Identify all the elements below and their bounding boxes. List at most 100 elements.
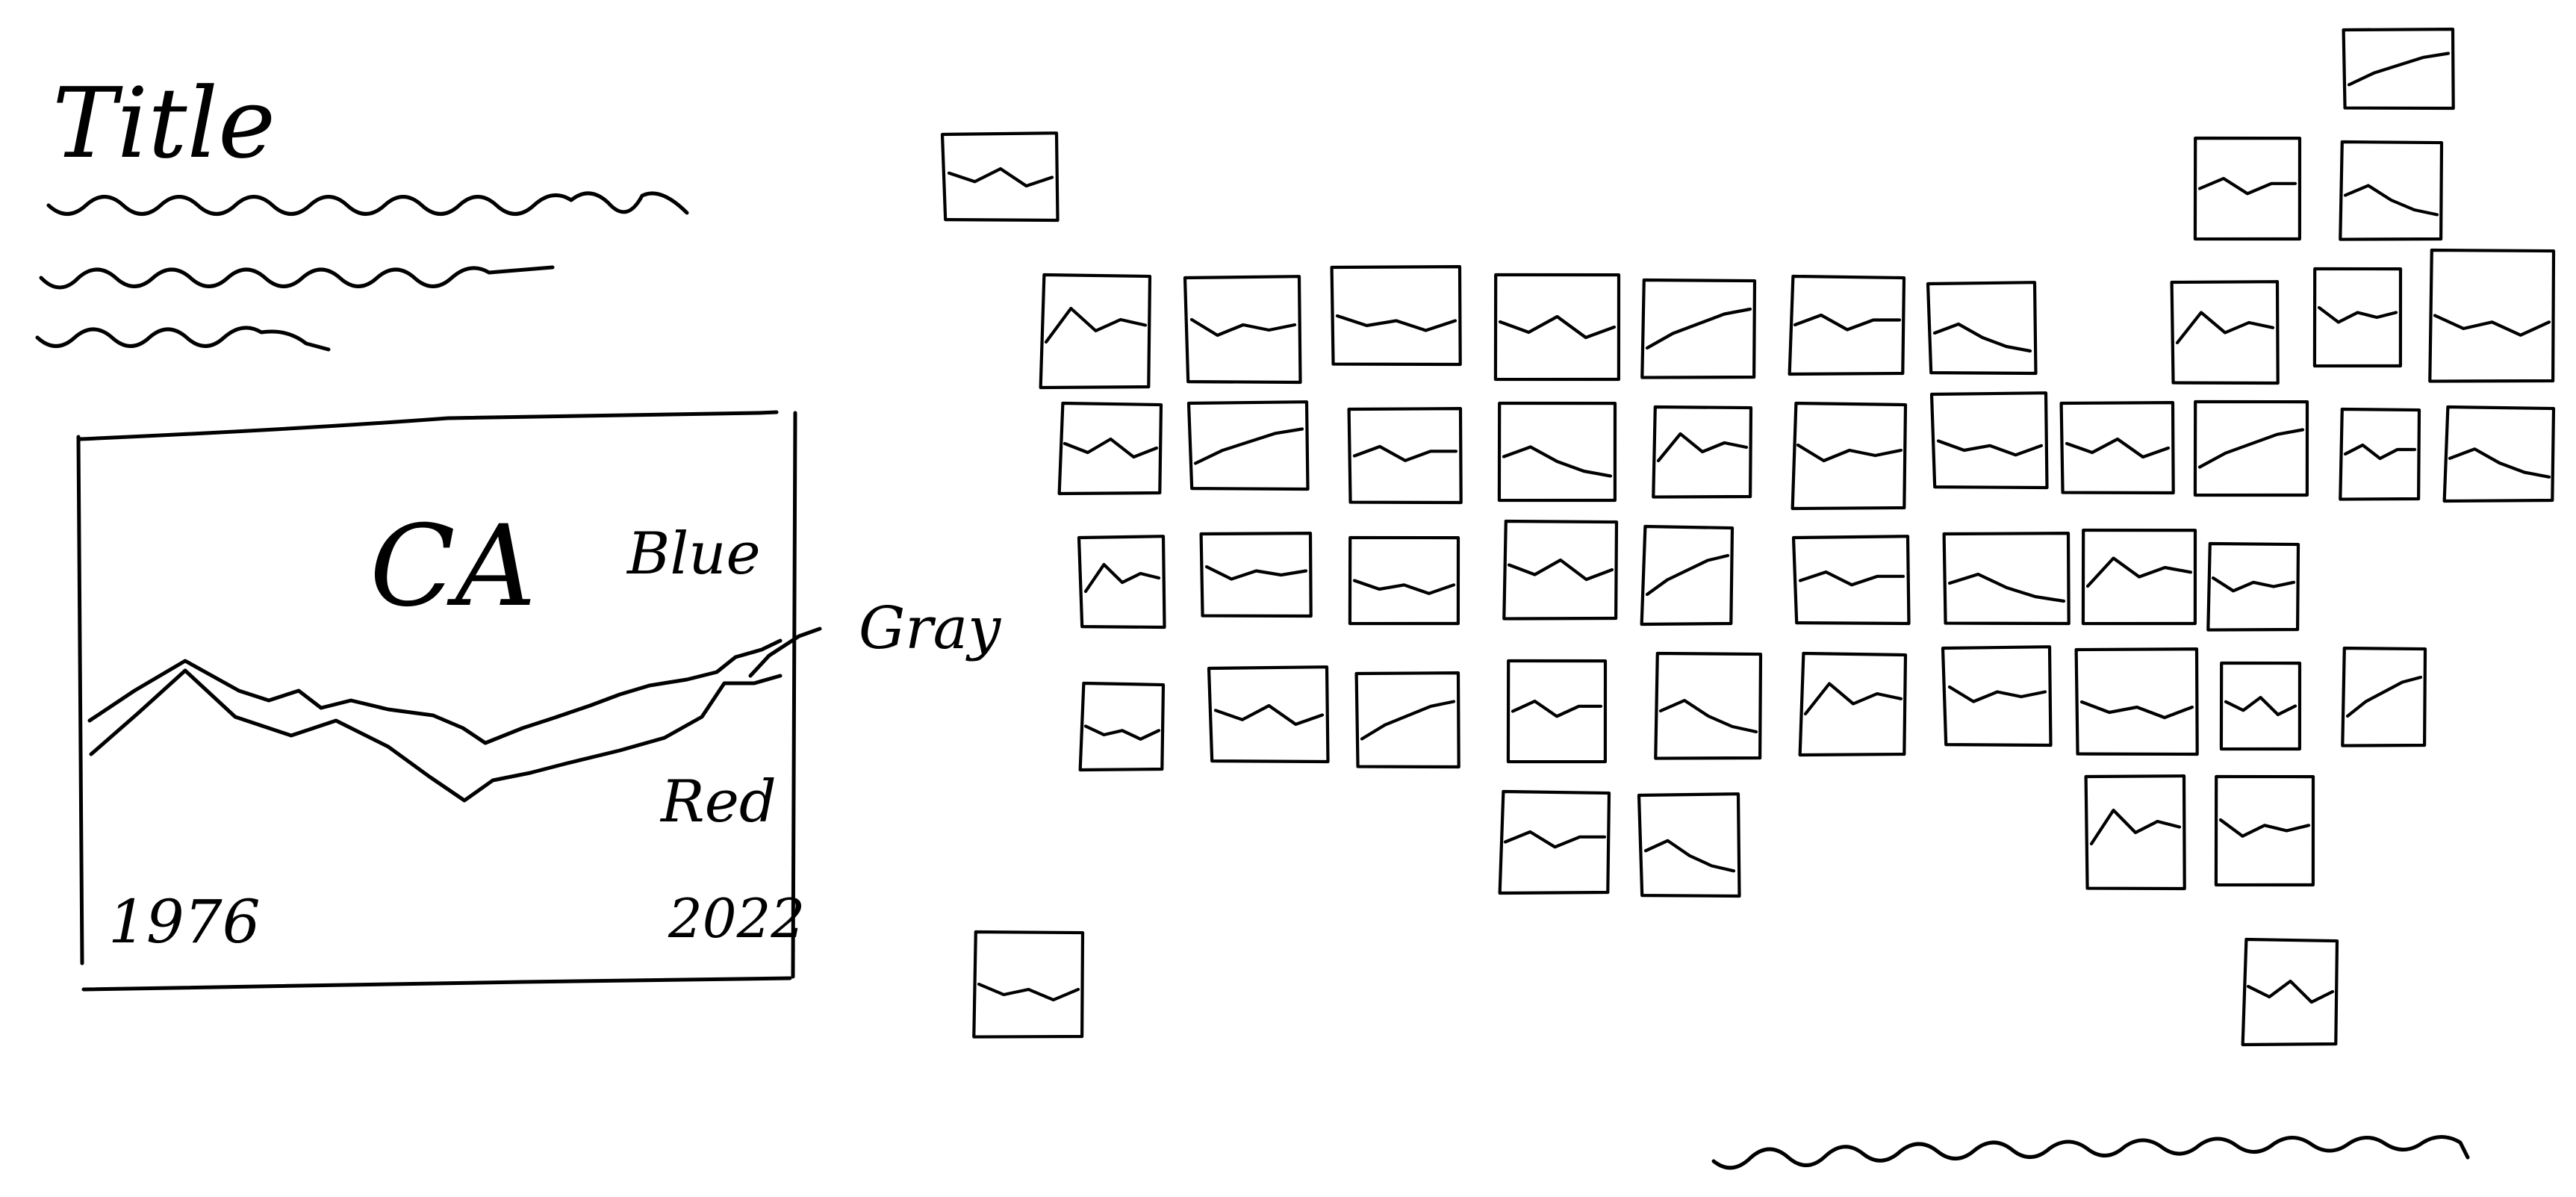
state-tile — [2312, 267, 2403, 368]
tile-trend-line — [1044, 306, 1148, 344]
tile-trend-line — [1213, 703, 1325, 727]
tile-trend-line — [1645, 553, 1730, 597]
state-tile — [1788, 274, 1906, 376]
state-tile — [1057, 401, 1163, 496]
detail-state-label: CA — [370, 502, 536, 632]
tile-trend-line — [1083, 562, 1161, 594]
title-block: Title — [35, 66, 689, 352]
tile-trend-line — [1947, 572, 2066, 603]
state-tile — [2341, 646, 2427, 747]
state-tile — [1941, 645, 2053, 747]
series-gray-label: Gray — [859, 595, 1001, 662]
tile-trend-line — [2085, 556, 2193, 588]
tile-trend-line — [1936, 439, 2044, 457]
state-tile — [1640, 278, 1757, 379]
state-tile — [2339, 407, 2421, 501]
state-tile — [1183, 275, 1302, 385]
state-tile — [1942, 532, 2071, 626]
state-tile — [2193, 399, 2309, 497]
state-tile — [1207, 665, 1330, 764]
state-tile-map — [940, 28, 2556, 1047]
state-tile — [1199, 532, 1313, 618]
tile-trend-line — [1352, 444, 1458, 462]
state-tile — [1330, 265, 1462, 367]
tile-trend-line — [1193, 427, 1304, 465]
subtitle-line-1 — [46, 191, 689, 216]
state-tile — [1791, 535, 1911, 626]
tile-trend-line — [1656, 432, 1749, 463]
tile-trend-line — [1502, 445, 1613, 478]
state-tile — [972, 930, 1085, 1039]
state-tile — [1493, 273, 1621, 382]
tile-trend-line — [1507, 558, 1614, 582]
tile-trend-line — [947, 167, 1054, 188]
tile-trend-line — [1083, 724, 1161, 741]
tile-trend-line — [1498, 314, 1617, 340]
tile-trend-line — [2065, 437, 2171, 459]
state-tile — [1637, 792, 1741, 898]
tile-trend-line — [1204, 565, 1308, 581]
state-tile — [2442, 405, 2556, 503]
state-tile — [1354, 671, 1460, 769]
state-tile — [1798, 651, 1908, 757]
tile-trend-line — [2448, 447, 2551, 479]
tile-trend-line — [1947, 685, 2047, 703]
series-blue-label: Blue — [626, 520, 761, 588]
tile-trend-line — [2211, 576, 2296, 593]
state-tile — [1039, 273, 1152, 390]
state-tile — [2339, 140, 2444, 241]
tile-trend-line — [977, 982, 1080, 1002]
state-tile — [2219, 661, 2302, 751]
tile-trend-line — [2197, 428, 2305, 469]
tile-trend-line — [1360, 700, 1456, 741]
series-blue-line — [87, 638, 783, 745]
state-tile — [2214, 774, 2315, 887]
state-tile — [1078, 681, 1166, 772]
state-tile — [2074, 647, 2199, 756]
tile-trend-line — [2197, 176, 2297, 196]
state-tile — [1498, 789, 1611, 895]
tile-trend-line — [1798, 570, 1905, 587]
tile-trend-line — [2218, 818, 2311, 838]
state-tile — [2206, 541, 2300, 632]
tile-trend-line — [1796, 443, 1903, 463]
tile-trend-line — [1352, 579, 1456, 595]
state-tile — [1654, 651, 1763, 760]
subtitle-line-2 — [39, 265, 555, 290]
state-tile — [1186, 400, 1310, 491]
tile-trend-line — [1503, 830, 1607, 849]
tile-trend-line — [2343, 184, 2439, 217]
state-tile — [2241, 937, 2339, 1047]
tile-trend-line — [1645, 307, 1752, 350]
tile-trend-line — [1932, 322, 2032, 353]
state-tile — [1926, 281, 2038, 376]
state-tile — [2193, 136, 2302, 241]
series-gray-line — [748, 627, 822, 678]
tile-trend-line — [1803, 682, 1903, 716]
state-tile — [1502, 519, 1619, 621]
tile-trend-line — [2089, 808, 2182, 846]
tile-trend-line — [2317, 305, 2398, 324]
tile-trend-line — [1335, 314, 1457, 332]
tile-trend-line — [2175, 311, 2275, 345]
tile-trend-line — [1658, 698, 1758, 734]
tile-trend-line — [2079, 700, 2194, 720]
tile-trend-line — [2246, 979, 2335, 1004]
tile-trend-line — [2343, 443, 2417, 461]
tile-trend-line — [2224, 695, 2297, 717]
subtitle-line-3 — [35, 326, 331, 352]
state-tile — [1497, 401, 1617, 503]
title-text: Title — [52, 66, 276, 180]
tile-trend-line — [1511, 699, 1603, 718]
tile-trend-line — [2347, 52, 2451, 87]
state-tile — [1347, 407, 1463, 505]
state-tile — [1640, 524, 1735, 627]
tile-trend-line — [1793, 313, 1902, 332]
tile-trend-line — [1063, 437, 1159, 459]
state-tile — [1929, 391, 2049, 490]
start-year-label: 1976 — [108, 887, 261, 957]
series-red-label: Red — [659, 768, 777, 836]
state-tile — [2170, 280, 2280, 385]
state-tile — [1077, 535, 1166, 629]
